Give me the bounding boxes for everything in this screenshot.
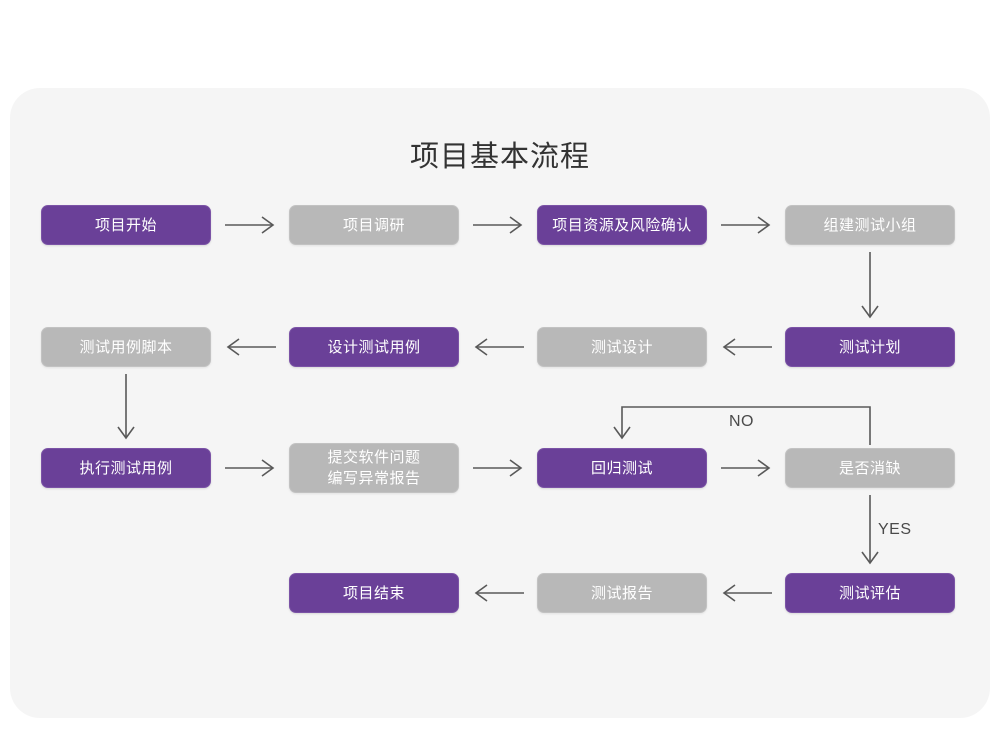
node-build-test-team[interactable]: 组建测试小组 [785,205,955,245]
node-design-test-case[interactable]: 设计测试用例 [289,327,459,367]
edge-label-yes: YES [878,521,912,538]
node-project-end[interactable]: 项目结束 [289,573,459,613]
diagram-panel [10,88,990,718]
node-project-research[interactable]: 项目调研 [289,205,459,245]
node-execute-test-case[interactable]: 执行测试用例 [41,448,211,488]
node-defect-resolved[interactable]: 是否消缺 [785,448,955,488]
node-test-case-script[interactable]: 测试用例脚本 [41,327,211,367]
node-project-start[interactable]: 项目开始 [41,205,211,245]
edge-label-no: NO [729,413,754,430]
node-test-evaluation[interactable]: 测试评估 [785,573,955,613]
node-test-report[interactable]: 测试报告 [537,573,707,613]
node-submit-defect-report[interactable]: 提交软件问题 编写异常报告 [289,443,459,493]
node-test-plan[interactable]: 测试计划 [785,327,955,367]
page-title: 项目基本流程 [409,141,590,173]
node-test-design[interactable]: 测试设计 [537,327,707,367]
node-resource-risk-confirm[interactable]: 项目资源及风险确认 [537,205,707,245]
node-regression-test[interactable]: 回归测试 [537,448,707,488]
